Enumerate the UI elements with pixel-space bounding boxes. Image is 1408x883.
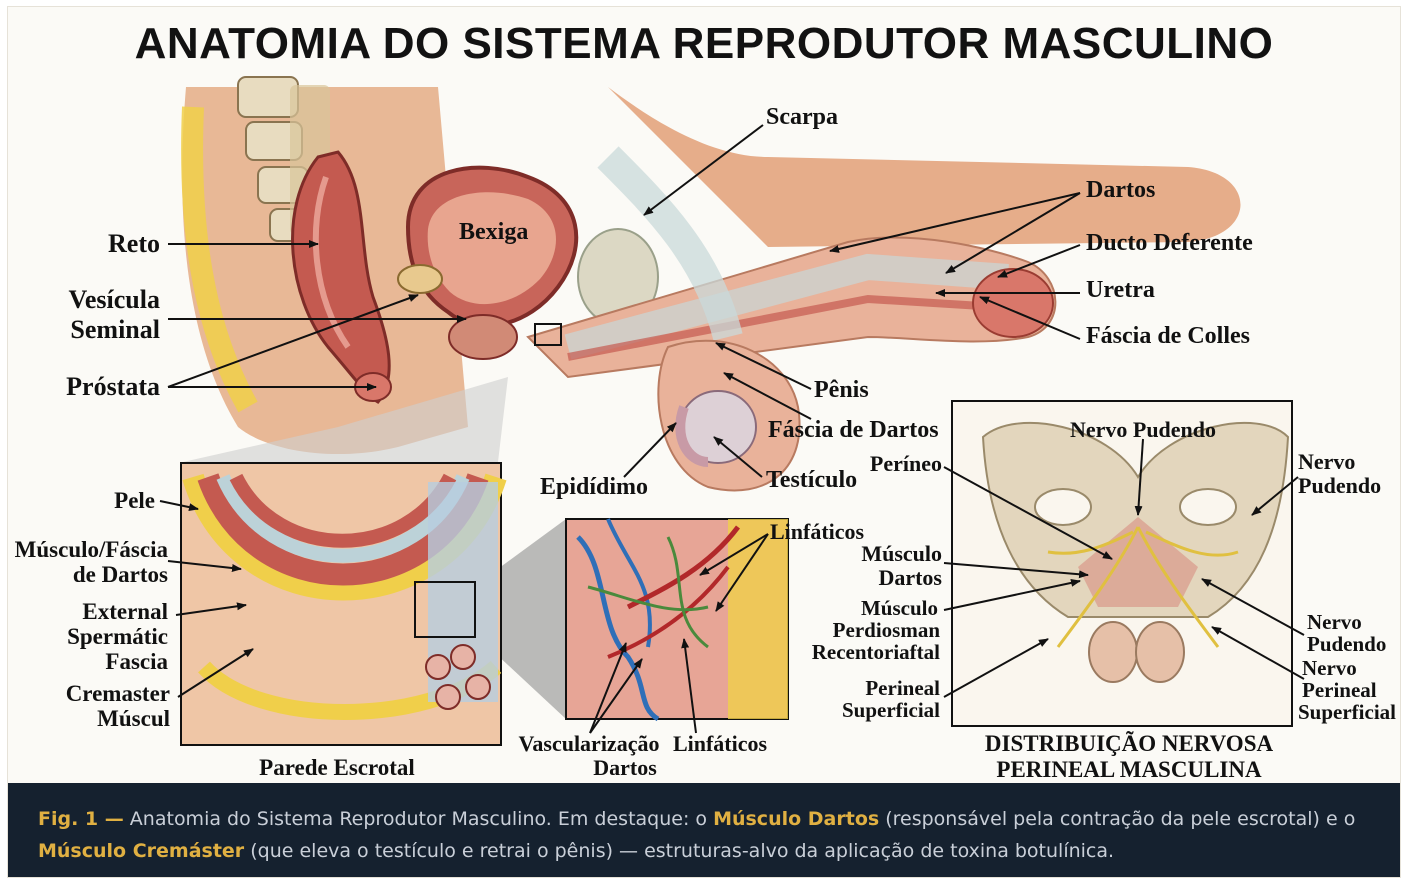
label-epididimo: Epidídimo [540,474,648,500]
label-nervo-r1b: Pudendo [1298,473,1381,498]
label-nervo-pudendo-top: Nervo Pudendo [1070,417,1216,442]
label-nervo-r3c: Superficial [1298,700,1396,724]
label-reto: Reto [108,229,160,258]
caption-part-3: (que eleva o testículo e retrai o pênis)… [244,840,1114,862]
label-spermatic: Spermátic [67,624,168,649]
label-muscul: Múscul [97,706,170,731]
figure-frame: ANATOMIA DO SISTEMA REPRODUTOR MASCULINO [7,6,1401,878]
label-fascia-dartos: Fáscia de Dartos [768,417,939,443]
label-perineal-sup-a: Perineal [865,676,940,700]
caption-highlight-cremaster: Músculo Cremáster [38,840,244,862]
caption-part-1: Anatomia do Sistema Reprodutor Masculino… [124,808,713,830]
label-de-dartos: de Dartos [73,562,168,587]
label-vascularizacao: Vascularização [519,731,660,756]
caption-fig-number: Fig. 1 — [38,808,124,830]
label-musculo-fascia: Músculo/Fáscia [15,537,169,562]
caption-highlight-dartos: Músculo Dartos [713,808,879,830]
label-linfaticos-bottom: Linfáticos [673,731,768,756]
label-dartos: Dartos [1086,177,1155,203]
prostate [449,315,517,359]
scrotal-wall-panel [181,463,501,745]
label-fascia-colles: Fáscia de Colles [1086,323,1250,349]
label-ducto-deferente: Ducto Deferente [1086,230,1253,256]
label-musculo-dartos-b: Dartos [878,565,942,590]
label-testiculo: Testículo [766,467,857,493]
label-nervo-r2a: Nervo [1307,610,1362,634]
label-fascia: Fascia [105,649,168,674]
seminal-vesicle [398,265,442,293]
label-nervo-r2b: Pudendo [1307,632,1386,656]
caption-text: Fig. 1 — Anatomia do Sistema Reprodutor … [38,803,1378,867]
label-nerve-caption-b: PERINEAL MASCULINA [996,757,1262,782]
label-nervo-r3b: Perineal [1302,678,1377,702]
label-prostata: Próstata [66,372,160,401]
label-parede-escrotal: Parede Escrotal [259,755,415,780]
label-uretra: Uretra [1086,277,1155,303]
label-cremaster: Cremaster [66,681,170,706]
label-nerve-caption-a: DISTRIBUIÇÃO NERVOSA [985,731,1274,756]
label-musculo-perd-b: Perdiosman [833,618,941,642]
label-nervo-r3a: Nervo [1302,656,1357,680]
label-external: External [82,599,168,624]
label-vasc-dartos: Dartos [593,755,657,780]
label-nervo-r1a: Nervo [1298,449,1355,474]
anatomy-illustration: Scarpa Dartos Ducto Deferente Uretra Fás… [8,7,1400,783]
label-bexiga: Bexiga [459,219,528,245]
label-seminal: Seminal [70,315,160,344]
glans [973,269,1053,337]
label-perineal-sup-b: Superficial [842,698,940,722]
nerve-panel [952,401,1292,726]
label-pele: Pele [114,488,155,513]
caption-part-2: (responsável pela contração da pele escr… [879,808,1355,830]
abdominal-wall [608,87,1241,247]
label-scarpa: Scarpa [766,104,838,130]
label-musculo-perd-a: Músculo [861,596,938,620]
figure-caption: Fig. 1 — Anatomia do Sistema Reprodutor … [8,783,1400,877]
label-perineo: Períneo [870,451,942,476]
label-musculo-dartos-a: Músculo [861,541,942,566]
label-vesicula: Vesícula [69,285,161,314]
label-musculo-perd-c: Recentoriaftal [812,640,940,664]
vascular-panel [566,519,788,719]
label-penis: Pênis [814,377,869,403]
label-linfaticos-top: Linfáticos [770,519,865,544]
